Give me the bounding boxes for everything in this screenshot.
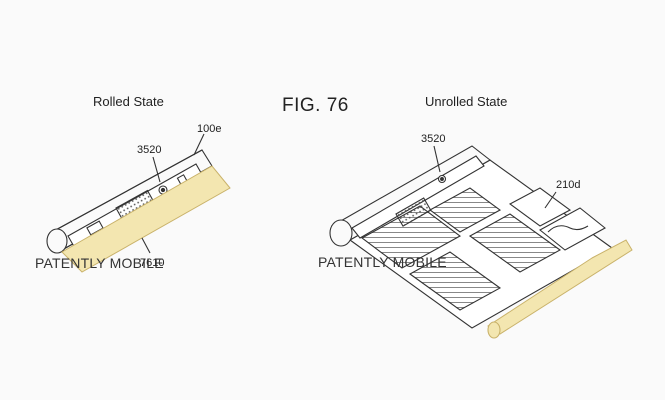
rolled-band <box>61 165 231 273</box>
ref-3520-unrolled: 3520 <box>421 133 446 145</box>
rolled-device <box>46 133 231 273</box>
ref-7610: 7610 <box>140 257 165 269</box>
unrolled-band <box>487 239 633 335</box>
ref-3520-rolled: 3520 <box>137 144 162 156</box>
ref-100e: 100e <box>197 123 222 135</box>
unrolled-device <box>329 145 633 339</box>
unrolled-cylinder-end <box>329 219 353 247</box>
speaker-grille-icon <box>395 197 432 227</box>
figure-number: FIG. 76 <box>282 95 349 116</box>
watermark-right: PATENTLY MOBILE <box>318 254 447 270</box>
watermark-left: PATENTLY MOBILE <box>35 255 164 271</box>
rolled-state-title: Rolled State <box>93 94 164 109</box>
rolled-cylinder-end <box>46 228 68 254</box>
ref-210d: 210d <box>556 179 581 191</box>
unrolled-state-title: Unrolled State <box>425 94 508 109</box>
